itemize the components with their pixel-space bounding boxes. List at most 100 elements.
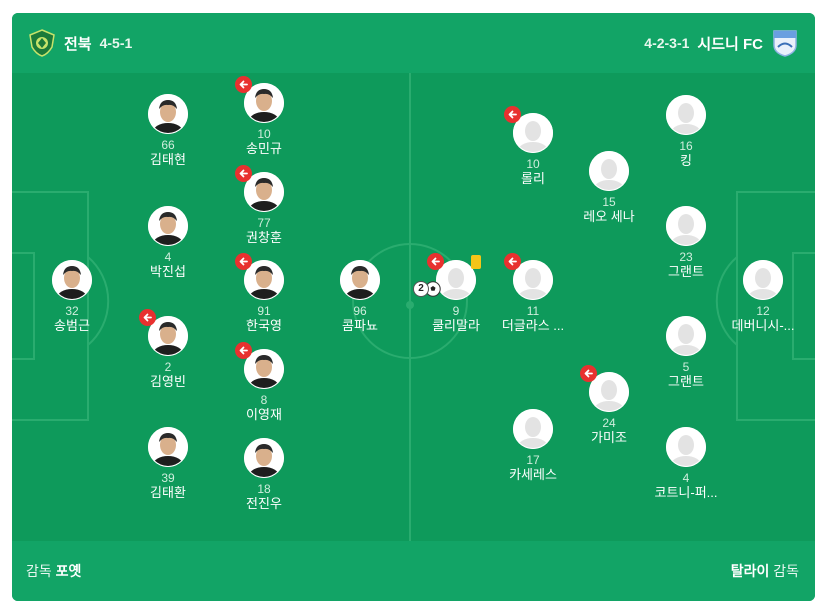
player-name: 한국영 xyxy=(246,318,282,333)
player-name: 가미조 xyxy=(591,430,627,445)
player-photo xyxy=(589,151,629,191)
player-name: 그랜트 xyxy=(668,374,704,389)
player-name: 송범근 xyxy=(54,318,90,333)
player-photo xyxy=(580,365,629,412)
player-name: 킹 xyxy=(680,153,692,168)
player-number: 4 xyxy=(682,471,690,485)
substitution-arrow-icon xyxy=(139,309,156,326)
player-name: 김영빈 xyxy=(150,374,186,389)
yellow-card-icon xyxy=(471,255,481,269)
home-coach-label: 감독 xyxy=(26,563,52,579)
player-number: 9 xyxy=(452,304,460,318)
player-photo xyxy=(148,427,188,467)
player-number: 96 xyxy=(353,304,367,318)
player-photo xyxy=(235,76,284,123)
player-name: 데버니시-... xyxy=(731,318,795,333)
player-photo xyxy=(148,94,188,134)
player-name: 송민규 xyxy=(246,141,282,156)
away-coach-label: 감독 xyxy=(773,563,799,579)
player-number: 11 xyxy=(526,304,540,318)
away-formation: 4-2-3-1 xyxy=(644,35,690,51)
away-coach[interactable]: 탈라이 감독 xyxy=(731,561,799,581)
home-team-header[interactable]: 전북 4-5-1 xyxy=(28,27,132,59)
player-photo xyxy=(235,342,284,389)
player-number: 66 xyxy=(161,138,175,152)
player-number: 39 xyxy=(161,471,175,485)
player-photo xyxy=(235,165,284,212)
player-name: 김태환 xyxy=(150,485,186,500)
player-number: 10 xyxy=(526,157,540,171)
player-photo xyxy=(666,206,706,246)
player-number: 32 xyxy=(65,304,79,318)
player-number: 10 xyxy=(257,127,271,141)
player-name: 레오 세나 xyxy=(583,209,635,224)
player-number: 12 xyxy=(756,304,770,318)
player-number: 16 xyxy=(679,139,693,153)
player-name: 전진우 xyxy=(246,496,282,511)
player-photo xyxy=(513,409,553,449)
player-number: 18 xyxy=(257,482,271,496)
player-number: 23 xyxy=(679,250,693,264)
substitution-arrow-icon xyxy=(504,106,521,123)
player-number: 8 xyxy=(260,393,268,407)
footer-bar: 감독 포옛 탈라이 감독 xyxy=(12,541,815,601)
away-coach-name: 탈라이 xyxy=(730,563,770,579)
home-coach-name: 포옛 xyxy=(55,563,82,579)
goal-count: 2 xyxy=(413,281,429,297)
home-coach[interactable]: 감독 포옛 xyxy=(26,561,81,581)
jeonbuk-crest-icon xyxy=(29,29,55,57)
player-number: 91 xyxy=(257,304,271,318)
substitution-arrow-icon xyxy=(504,253,521,270)
player-photo xyxy=(666,95,706,135)
substitution-arrow-icon xyxy=(427,253,444,270)
player-number: 77 xyxy=(257,216,271,230)
player-name: 이영재 xyxy=(246,407,282,422)
header-bar: 전북 4-5-1 4-2-3-1 시드니 FC xyxy=(12,13,815,73)
football-icon xyxy=(425,281,441,297)
player-name: 콤파뇨 xyxy=(342,318,378,333)
goal-badge: 2 xyxy=(413,281,443,297)
player-photo xyxy=(504,253,553,300)
player-number: 5 xyxy=(682,360,690,374)
player-number: 2 xyxy=(164,360,172,374)
player-name: 박진섭 xyxy=(150,264,186,279)
player-name: 쿨리말라 xyxy=(432,318,480,333)
player-photo xyxy=(666,316,706,356)
home-team-name: 전북 xyxy=(64,35,92,53)
player-photo xyxy=(340,260,380,300)
player-number: 24 xyxy=(602,416,616,430)
player-photo xyxy=(52,260,92,300)
substitution-arrow-icon xyxy=(235,76,252,93)
player-photo xyxy=(743,260,783,300)
player-name: 코트니-퍼... xyxy=(654,485,718,500)
player-name: 그랜트 xyxy=(668,264,704,279)
away-team-header[interactable]: 4-2-3-1 시드니 FC xyxy=(644,27,799,59)
player-photo: 2 xyxy=(413,253,481,300)
player-photo xyxy=(235,253,284,300)
player-name: 김태현 xyxy=(150,152,186,167)
away-team-name: 시드니 FC xyxy=(697,35,763,53)
